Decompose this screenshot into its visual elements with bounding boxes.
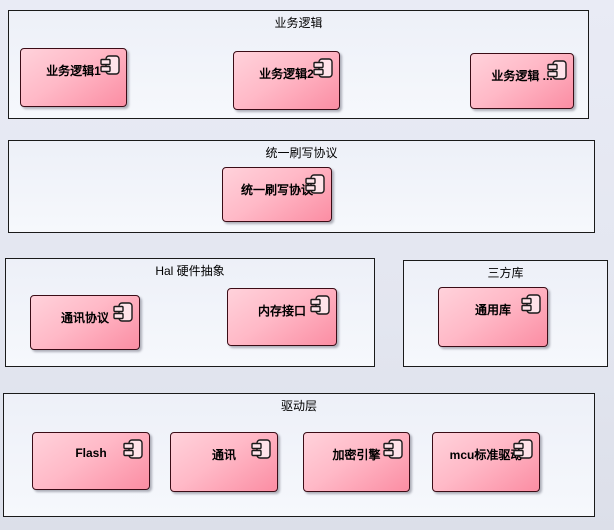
component-business-logic-n[interactable]: 业务逻辑 ... xyxy=(470,53,574,109)
boundary-third-party-title: 三方库 xyxy=(487,266,524,280)
uml-component-icon xyxy=(123,439,143,459)
component-common-library-label: 通用库 xyxy=(474,303,511,317)
component-business-logic-1-label: 业务逻辑1 xyxy=(46,64,101,78)
uml-component-icon xyxy=(251,439,271,459)
uml-component-icon xyxy=(100,55,120,75)
component-flash-driver[interactable]: Flash xyxy=(32,432,150,490)
component-comm-protocol[interactable]: 通讯协议 xyxy=(30,295,140,350)
boundary-flash-protocol-title: 统一刷写协议 xyxy=(265,146,338,160)
component-business-logic-1[interactable]: 业务逻辑1 xyxy=(20,48,127,107)
component-crypto-engine[interactable]: 加密引擎 xyxy=(303,432,410,492)
uml-component-icon xyxy=(513,439,533,459)
component-flash-protocol[interactable]: 统一刷写协议 xyxy=(222,167,332,222)
component-comm-driver-label: 通讯 xyxy=(211,448,236,462)
component-crypto-engine-label: 加密引擎 xyxy=(332,448,381,462)
uml-component-icon xyxy=(521,294,541,314)
component-mcu-standard-driver-label: mcu标准驱动 xyxy=(449,448,523,462)
uml-component-icon xyxy=(313,58,333,78)
component-flash-protocol-label: 统一刷写协议 xyxy=(240,183,313,197)
boundary-driver-layer-title: 驱动层 xyxy=(280,399,317,413)
component-flash-driver-label: Flash xyxy=(75,446,107,460)
component-business-logic-2[interactable]: 业务逻辑2 xyxy=(233,51,340,110)
component-memory-interface[interactable]: 内存接口 xyxy=(227,288,337,346)
component-mcu-standard-driver[interactable]: mcu标准驱动 xyxy=(432,432,540,492)
uml-component-icon xyxy=(547,60,567,80)
boundary-hal-title: Hal 硬件抽象 xyxy=(155,264,225,278)
uml-component-icon xyxy=(113,302,133,322)
uml-component-icon xyxy=(310,295,330,315)
component-business-logic-n-label: 业务逻辑 ... xyxy=(491,69,553,83)
uml-component-icon xyxy=(305,174,325,194)
component-business-logic-2-label: 业务逻辑2 xyxy=(259,67,314,81)
component-memory-interface-label: 内存接口 xyxy=(257,304,306,318)
component-common-library[interactable]: 通用库 xyxy=(438,287,548,347)
component-comm-protocol-label: 通讯协议 xyxy=(60,311,109,325)
component-comm-driver[interactable]: 通讯 xyxy=(170,432,278,492)
boundary-business-logic-title: 业务逻辑 xyxy=(274,16,323,30)
uml-component-icon xyxy=(383,439,403,459)
